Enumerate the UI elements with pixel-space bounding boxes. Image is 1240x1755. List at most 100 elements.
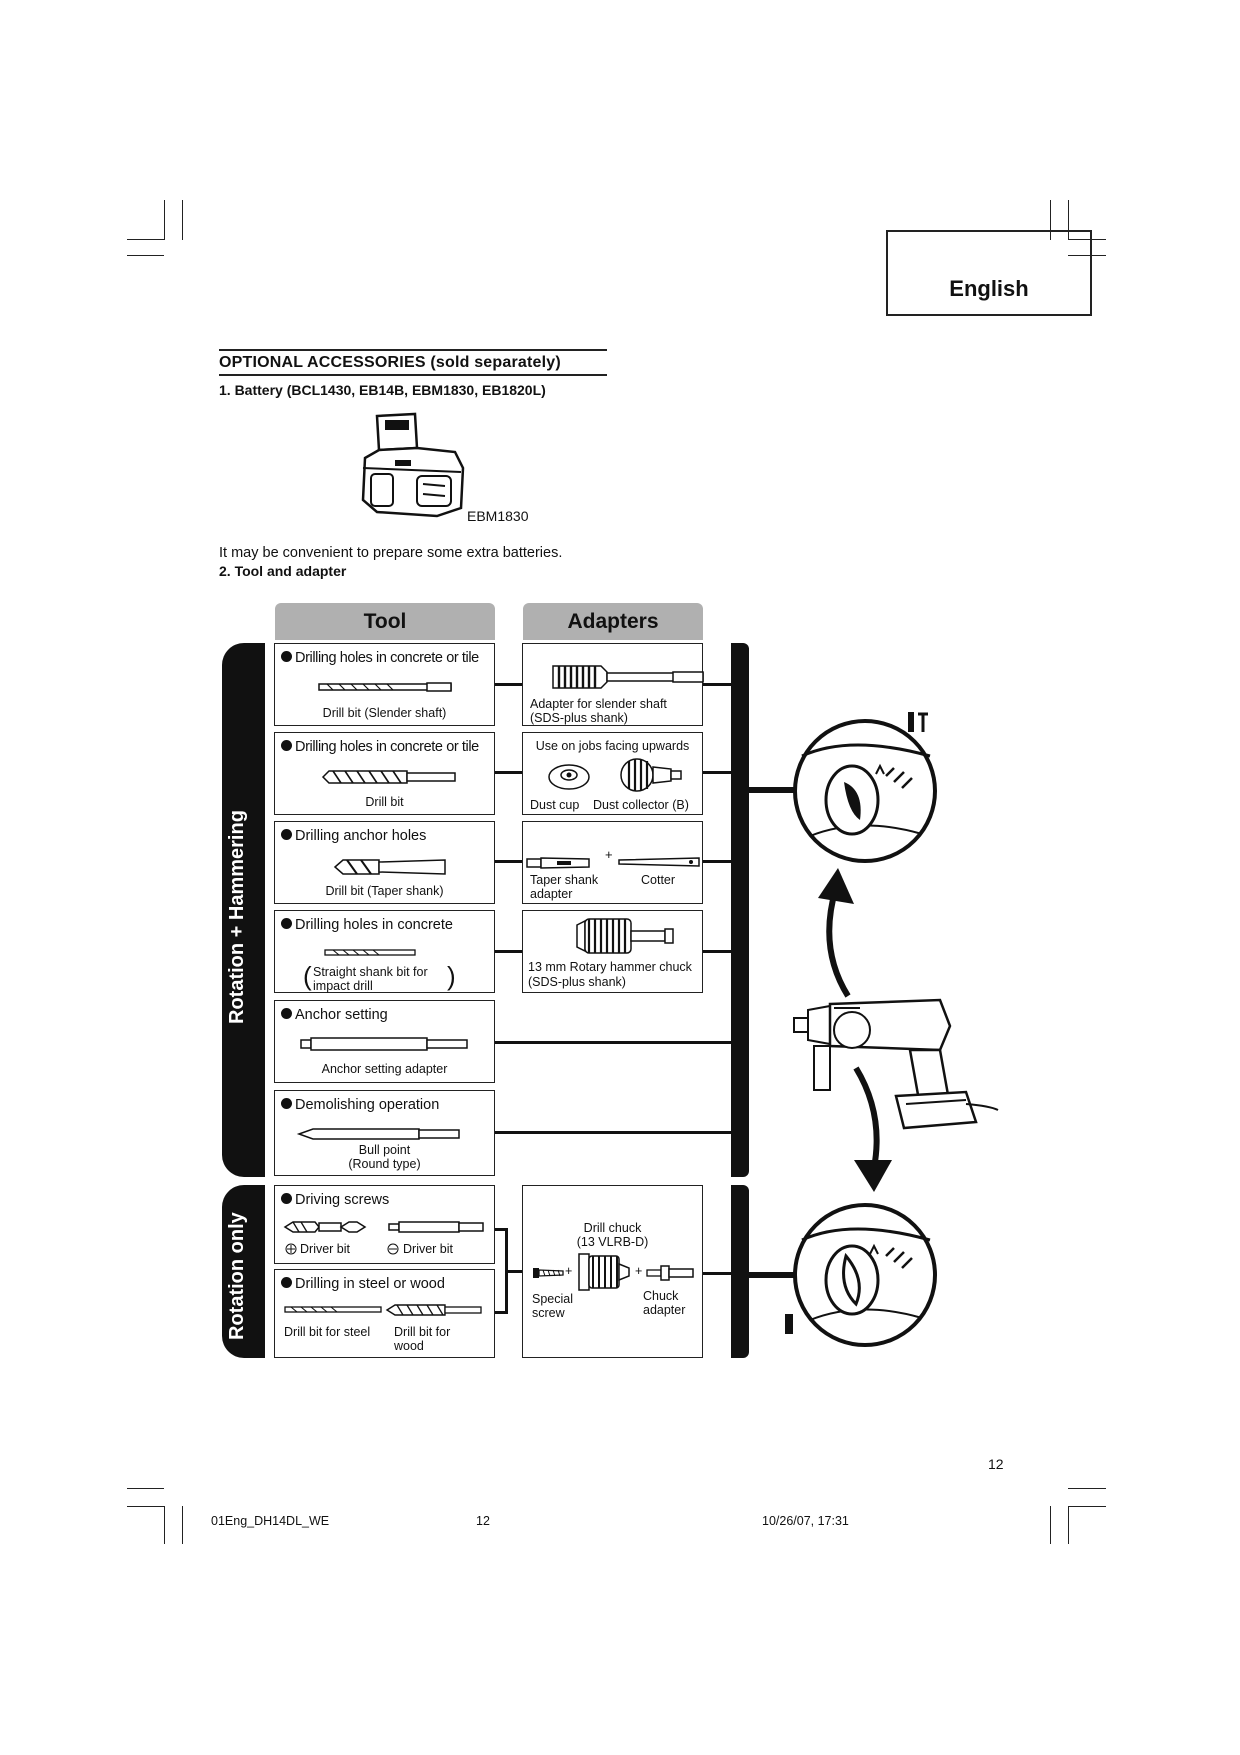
taper-shank-adapter-icon — [526, 857, 590, 869]
adapter-title: Use on jobs facing upwards — [535, 739, 690, 753]
connector-line — [702, 950, 732, 953]
connector-bar-rotation — [731, 1185, 749, 1358]
crop-mark — [1068, 1506, 1069, 1544]
tool-box-driver-bits: Driving screws Driver bit Driver bit — [274, 1185, 495, 1264]
adapter-caption: Drill chuck — [583, 1221, 642, 1235]
tool-caption: Drill bit for — [394, 1325, 451, 1339]
cotter-icon — [618, 857, 700, 867]
anchor-setting-adapter-icon — [300, 1037, 468, 1051]
mode-selector-hammering-closeup — [793, 719, 937, 863]
adapter-box-slender-shaft: Adapter for slender shaft (SDS-plus shan… — [522, 643, 704, 726]
connector-bar-hammering — [731, 643, 749, 1177]
tool-title: Demolishing operation — [295, 1097, 440, 1113]
tool-caption: wood — [394, 1339, 424, 1353]
bullet-icon — [281, 1008, 292, 1019]
adapter-caption: Dust collector (B) — [593, 798, 689, 812]
tool-box-anchor-setting: Anchor setting Anchor setting adapter — [274, 1000, 495, 1083]
crop-mark — [1068, 255, 1106, 256]
curved-arrow-up-icon — [818, 868, 854, 998]
bullet-icon — [281, 740, 292, 751]
connector-line — [702, 683, 732, 686]
crop-mark — [1068, 239, 1106, 240]
drill-chuck-icon — [578, 1253, 630, 1291]
connector-line — [494, 1041, 732, 1044]
tool-box-taper-bit: Drilling anchor holes Drill bit (Taper s… — [274, 821, 495, 904]
tool-title: Drilling in steel or wood — [295, 1276, 445, 1292]
tool-title: Driving screws — [295, 1192, 390, 1208]
adapter-caption: Adapter for slender shaft — [530, 697, 667, 711]
crop-mark — [182, 1506, 183, 1544]
crop-mark — [127, 255, 164, 256]
footer-page: 12 — [476, 1514, 490, 1528]
tool-box-straight-shank: Drilling holes in concrete ( Straight sh… — [274, 910, 495, 993]
bullet-icon — [281, 1098, 292, 1109]
mode-bar-rotation-hammering — [222, 643, 265, 1177]
adapter-caption: Dust cup — [530, 798, 580, 812]
adapter-caption: Taper shank — [530, 873, 599, 887]
dust-cup-icon — [548, 764, 590, 790]
adapter-box-rotary-chuck: 13 mm Rotary hammer chuck (SDS-plus shan… — [522, 910, 703, 993]
tool-adapter-heading: 2. Tool and adapter — [219, 563, 347, 579]
minus-sign-icon — [387, 1243, 399, 1255]
adapters-header: Adapters — [523, 603, 703, 640]
chuck-adapter-icon — [646, 1265, 694, 1281]
paren-right: ) — [447, 961, 456, 991]
drill-bit-taper-icon — [333, 859, 446, 875]
rotary-hammer-chuck-icon — [576, 918, 674, 954]
tool-caption: Driver bit — [300, 1242, 351, 1256]
tool-caption: Straight shank bit for — [313, 965, 428, 979]
crop-mark — [1050, 1506, 1051, 1544]
adapter-caption: (SDS-plus shank) — [528, 975, 626, 989]
adapter-box-dust: Use on jobs facing upwards Dust cup Dust… — [522, 732, 703, 815]
special-screw-icon — [533, 1268, 564, 1278]
tool-header: Tool — [275, 603, 495, 640]
connector-line — [749, 1272, 799, 1278]
tool-caption: impact drill — [313, 979, 373, 993]
tool-caption: Drill bit for steel — [284, 1325, 371, 1339]
paren-left: ( — [303, 961, 312, 991]
connector-line — [702, 1272, 732, 1275]
footer-timestamp: 10/26/07, 17:31 — [762, 1514, 849, 1528]
battery-heading: 1. Battery (BCL1430, EB14B, EBM1830, EB1… — [219, 382, 546, 398]
adapter-caption: Cotter — [641, 873, 676, 887]
connector-line — [494, 771, 524, 774]
tool-caption: Driver bit — [403, 1242, 454, 1256]
footer-file: 01Eng_DH14DL_WE — [211, 1514, 330, 1528]
mode-bar-rotation-only — [222, 1185, 265, 1358]
drill-bit-icon — [321, 770, 456, 784]
connector-line — [494, 860, 524, 863]
tool-title: Drilling holes in concrete — [295, 917, 453, 933]
dust-collector-icon — [620, 758, 682, 792]
crop-mark — [182, 200, 183, 240]
crop-mark — [1068, 1506, 1106, 1507]
drill-bit-wood-icon — [385, 1304, 482, 1316]
crop-mark — [164, 1506, 165, 1544]
hammer-drill-illustration — [793, 998, 999, 1130]
adapter-box-drill-chuck: Drill chuck (13 VLRB-D) + + Special scre… — [522, 1185, 703, 1358]
bullet-icon — [281, 1277, 292, 1288]
drill-bit-slender-icon — [318, 682, 452, 692]
mode-selector-rotation-closeup — [793, 1203, 937, 1347]
battery-note: It may be convenient to prepare some ext… — [219, 545, 563, 561]
connector-line — [749, 787, 799, 793]
bullet-icon — [281, 918, 292, 929]
connector-line — [494, 950, 524, 953]
straight-shank-bit-icon — [324, 949, 416, 956]
battery-illustration — [361, 412, 465, 518]
tool-title: Drilling anchor holes — [295, 828, 427, 844]
mode-label-rotation-only: Rotation only — [226, 1212, 248, 1340]
adapter-caption: Chuck — [643, 1289, 679, 1303]
adapter-box-taper-shank: + Taper shank adapter Cotter — [522, 821, 703, 904]
plus-sign: + — [605, 847, 613, 862]
tool-caption: Drill bit (Slender shaft) — [322, 706, 447, 720]
curved-arrow-down-icon — [853, 1066, 892, 1192]
crop-mark — [1068, 200, 1069, 240]
crop-mark — [127, 1488, 164, 1489]
tool-caption: (Round type) — [348, 1157, 421, 1171]
phillips-driver-bit-icon — [283, 1221, 367, 1233]
adapter-caption: Special — [532, 1292, 573, 1306]
tool-box-drill-bit: Drilling holes in concrete or tile Drill… — [274, 732, 495, 815]
crop-mark — [1050, 200, 1051, 240]
tool-title: Drilling holes in concrete or tile — [295, 739, 479, 755]
language-label: English — [949, 276, 1029, 301]
